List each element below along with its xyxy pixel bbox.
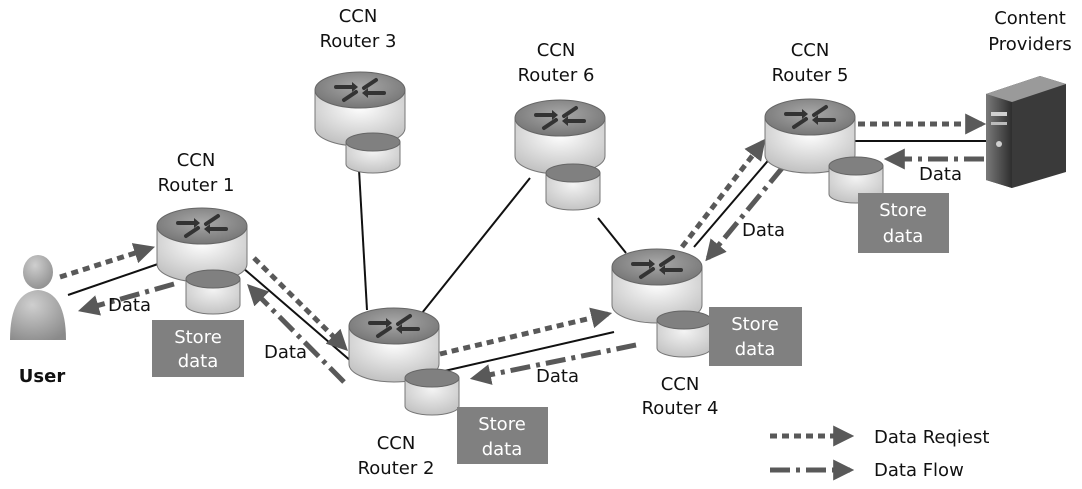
legend-request-label: Data Reqiest	[874, 427, 989, 448]
router-2-label-line1: CCN	[377, 433, 416, 454]
user-icon	[10, 255, 66, 340]
content-provider-label-line2: Providers	[988, 34, 1072, 55]
server-icon	[986, 76, 1066, 188]
request-arrow-r4-r5	[680, 138, 766, 249]
user: User	[10, 255, 66, 387]
router-3-icon	[314, 71, 406, 147]
router-6-storage	[545, 163, 601, 211]
router-4-storage	[656, 310, 712, 358]
router-5-store-line1: Store	[879, 200, 927, 221]
link-r2-r4	[439, 331, 615, 373]
router-2-icon	[348, 307, 440, 383]
router-1-store-line1: Store	[174, 327, 222, 348]
data-label-r5-server: Data	[919, 164, 962, 185]
router-5-label-line1: CCN	[791, 40, 830, 61]
router-4-store-box: Store data	[709, 307, 802, 366]
router-1-label-line2: Router 1	[158, 175, 235, 196]
request-arrow-r1-r2	[252, 256, 348, 351]
data-label-r2-r4: Data	[536, 366, 579, 387]
router-2: CCN Router 2 Store data	[348, 307, 548, 479]
router-2-store-box: Store data	[457, 407, 548, 464]
router-1-store-line2: data	[178, 351, 219, 372]
data-flow-arrows	[77, 148, 984, 385]
flow-arrow-r4-r2	[469, 342, 637, 385]
router-5-store-line2: data	[883, 226, 924, 247]
router-1-storage	[185, 269, 241, 315]
router-6-label-line2: Router 6	[518, 65, 595, 86]
link-r6-r2	[421, 177, 531, 314]
router-1-label-line1: CCN	[177, 150, 216, 171]
router-4: CCN Router 4 Store data	[611, 248, 802, 419]
flow-arrow-r5-r4	[705, 165, 785, 262]
flow-arrow-r2-r1	[247, 284, 346, 384]
request-arrow-r2-r4	[439, 307, 613, 357]
link-user-r1	[67, 263, 159, 296]
network-links	[67, 140, 986, 373]
link-r4-r5	[693, 155, 773, 248]
data-request-arrows	[59, 113, 987, 357]
router-5-icon	[764, 98, 856, 174]
router-1-store-box: Store data	[152, 320, 244, 377]
router-4-label-line2: Router 4	[642, 398, 719, 419]
router-4-label-line1: CCN	[661, 374, 700, 395]
router-5: CCN Router 5 Store data	[764, 40, 949, 253]
router-3-label-line1: CCN	[339, 6, 378, 27]
router-6-icon	[514, 99, 606, 175]
router-1-icon	[156, 207, 248, 283]
router-2-store-line1: Store	[478, 414, 526, 435]
router-6: CCN Router 6	[514, 40, 606, 211]
data-label-user: Data	[108, 295, 151, 316]
data-label-r4-r5: Data	[742, 220, 785, 241]
router-1: CCN Router 1 Store data	[152, 150, 248, 377]
router-2-storage	[404, 368, 460, 416]
content-provider: Content Providers	[986, 8, 1072, 188]
router-4-store-line1: Store	[731, 314, 779, 335]
router-4-store-line2: data	[735, 339, 776, 360]
flow-arrow-r1-user	[77, 281, 175, 316]
link-r3-r2	[357, 151, 368, 311]
user-label: User	[19, 366, 66, 387]
router-4-icon	[611, 248, 703, 324]
router-2-store-line2: data	[482, 439, 523, 460]
router-3-label-line2: Router 3	[320, 31, 397, 52]
router-6-label-line1: CCN	[537, 40, 576, 61]
router-2-label-line2: Router 2	[358, 458, 435, 479]
content-provider-label-line1: Content	[994, 8, 1066, 29]
legend: Data Reqiest Data Flow	[770, 425, 989, 481]
request-arrow-user-r1	[59, 243, 156, 280]
router-3: CCN Router 3	[314, 6, 406, 174]
router-5-store-box: Store data	[858, 193, 949, 253]
legend-flow-label: Data Flow	[874, 460, 964, 481]
router-3-storage	[345, 132, 401, 174]
link-r6-r4	[597, 217, 627, 254]
data-label-r1-r2: Data	[264, 342, 307, 363]
router-5-label-line2: Router 5	[772, 65, 849, 86]
